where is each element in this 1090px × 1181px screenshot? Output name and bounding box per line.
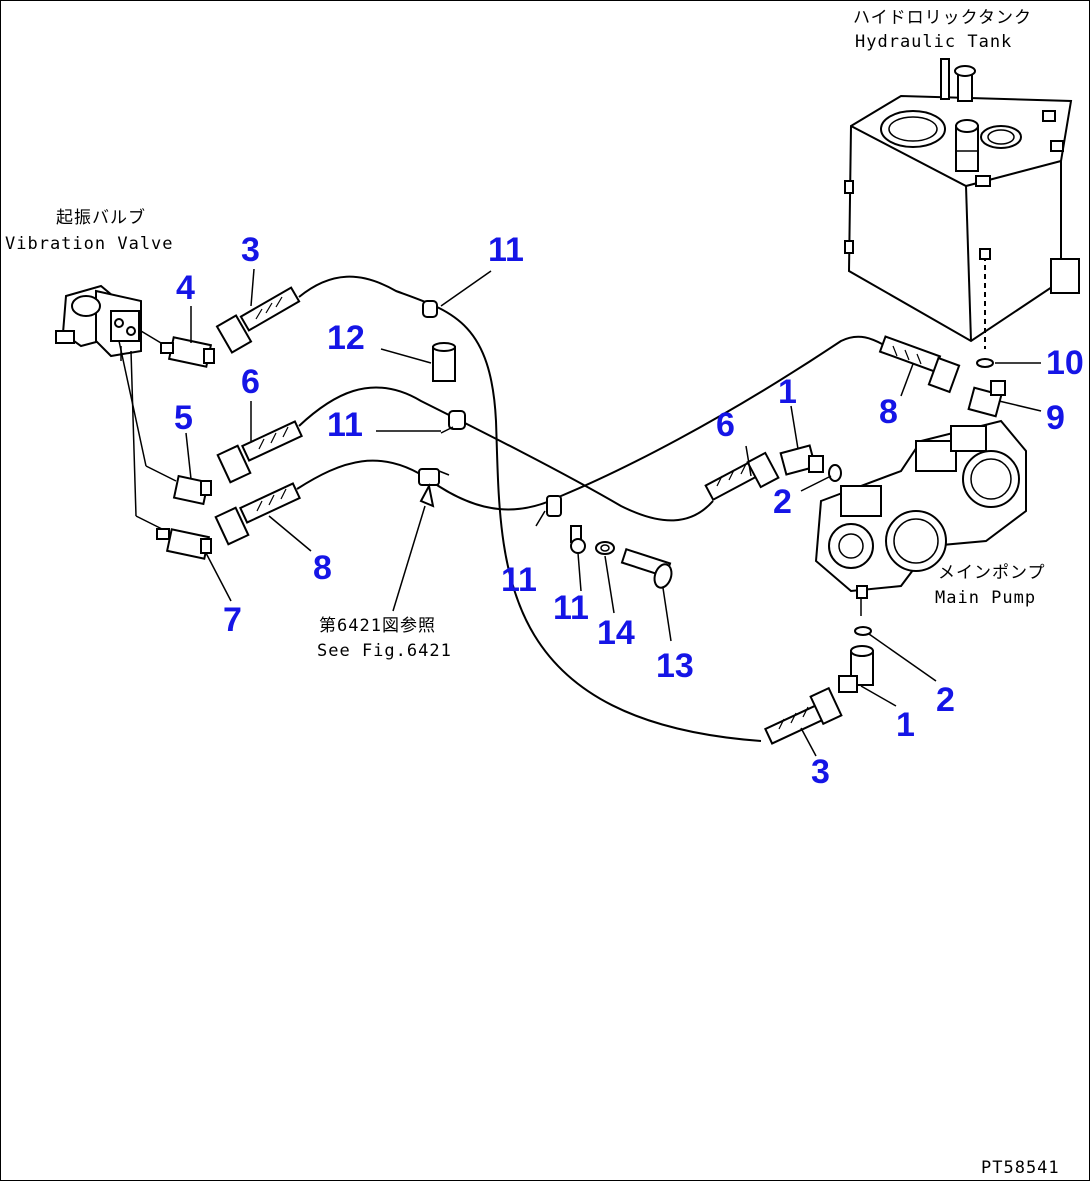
callout-5: 5 [174, 399, 193, 437]
clamp-11-loose [535, 495, 562, 527]
ref-caption-en: See Fig.6421 [317, 641, 452, 661]
washer-14 [595, 541, 615, 555]
callout-numbers: 3 4 5 6 7 8 11 12 11 1 6 2 8 9 10 11 11 … [174, 231, 1084, 791]
main-pump [814, 419, 1027, 616]
callout-6-right: 6 [716, 406, 735, 444]
fitting-5 [172, 474, 212, 506]
valve-caption-jp: 起振バルブ [56, 207, 146, 228]
bolt-13 [620, 547, 673, 589]
callout-3-top: 3 [241, 231, 260, 269]
leader-lines [185, 268, 1042, 757]
callout-7: 7 [223, 601, 242, 639]
tank-caption-en: Hydraulic Tank [855, 32, 1012, 52]
hose-3 [215, 275, 843, 745]
clamp-11-part [570, 525, 586, 554]
callout-11-clamp-b: 11 [553, 589, 589, 627]
part-12 [380, 342, 456, 382]
callout-2-upper: 2 [773, 483, 792, 521]
callout-3-bottom: 3 [811, 753, 830, 791]
fitting-9 [967, 380, 1006, 418]
ref-caption-jp: 第6421図参照 [319, 616, 436, 636]
elbow-1-upper [779, 444, 824, 476]
valve-caption-en: Vibration Valve [5, 234, 174, 254]
callout-13: 13 [656, 647, 694, 685]
callout-11-top: 11 [488, 231, 524, 269]
o-ring-2-lower [854, 626, 872, 636]
o-ring-10 [976, 358, 994, 368]
callout-11-mid: 11 [327, 406, 363, 444]
callout-4: 4 [176, 269, 195, 307]
clamp-11-top [422, 300, 438, 318]
callout-1-upper: 1 [778, 373, 797, 411]
callout-11-clamp-a: 11 [501, 561, 537, 599]
pump-caption-en: Main Pump [935, 588, 1036, 608]
callout-8-right: 8 [879, 393, 898, 431]
callout-1-lower: 1 [896, 706, 915, 744]
drawing-number: PT58541 [981, 1158, 1060, 1178]
callout-8-left: 8 [313, 549, 332, 587]
o-ring-2-upper [828, 464, 842, 482]
tank-caption-jp: ハイドロリックタンク [853, 8, 1032, 28]
callout-10: 10 [1046, 344, 1084, 382]
clamp-11-mid [440, 410, 466, 434]
callout-14: 14 [597, 614, 635, 652]
hydraulic-tank [844, 58, 1080, 368]
fitting-7 [156, 528, 212, 560]
clamp-11-ref [392, 468, 450, 612]
callout-9: 9 [1046, 399, 1065, 437]
callout-6-left: 6 [241, 363, 260, 401]
callout-12: 12 [327, 319, 365, 357]
callout-2-lower: 2 [936, 681, 955, 719]
vibration-valve [55, 284, 177, 532]
elbow-1-lower [838, 645, 874, 693]
pump-caption-jp: メインポンプ [938, 563, 1046, 583]
fitting-4 [160, 336, 215, 368]
